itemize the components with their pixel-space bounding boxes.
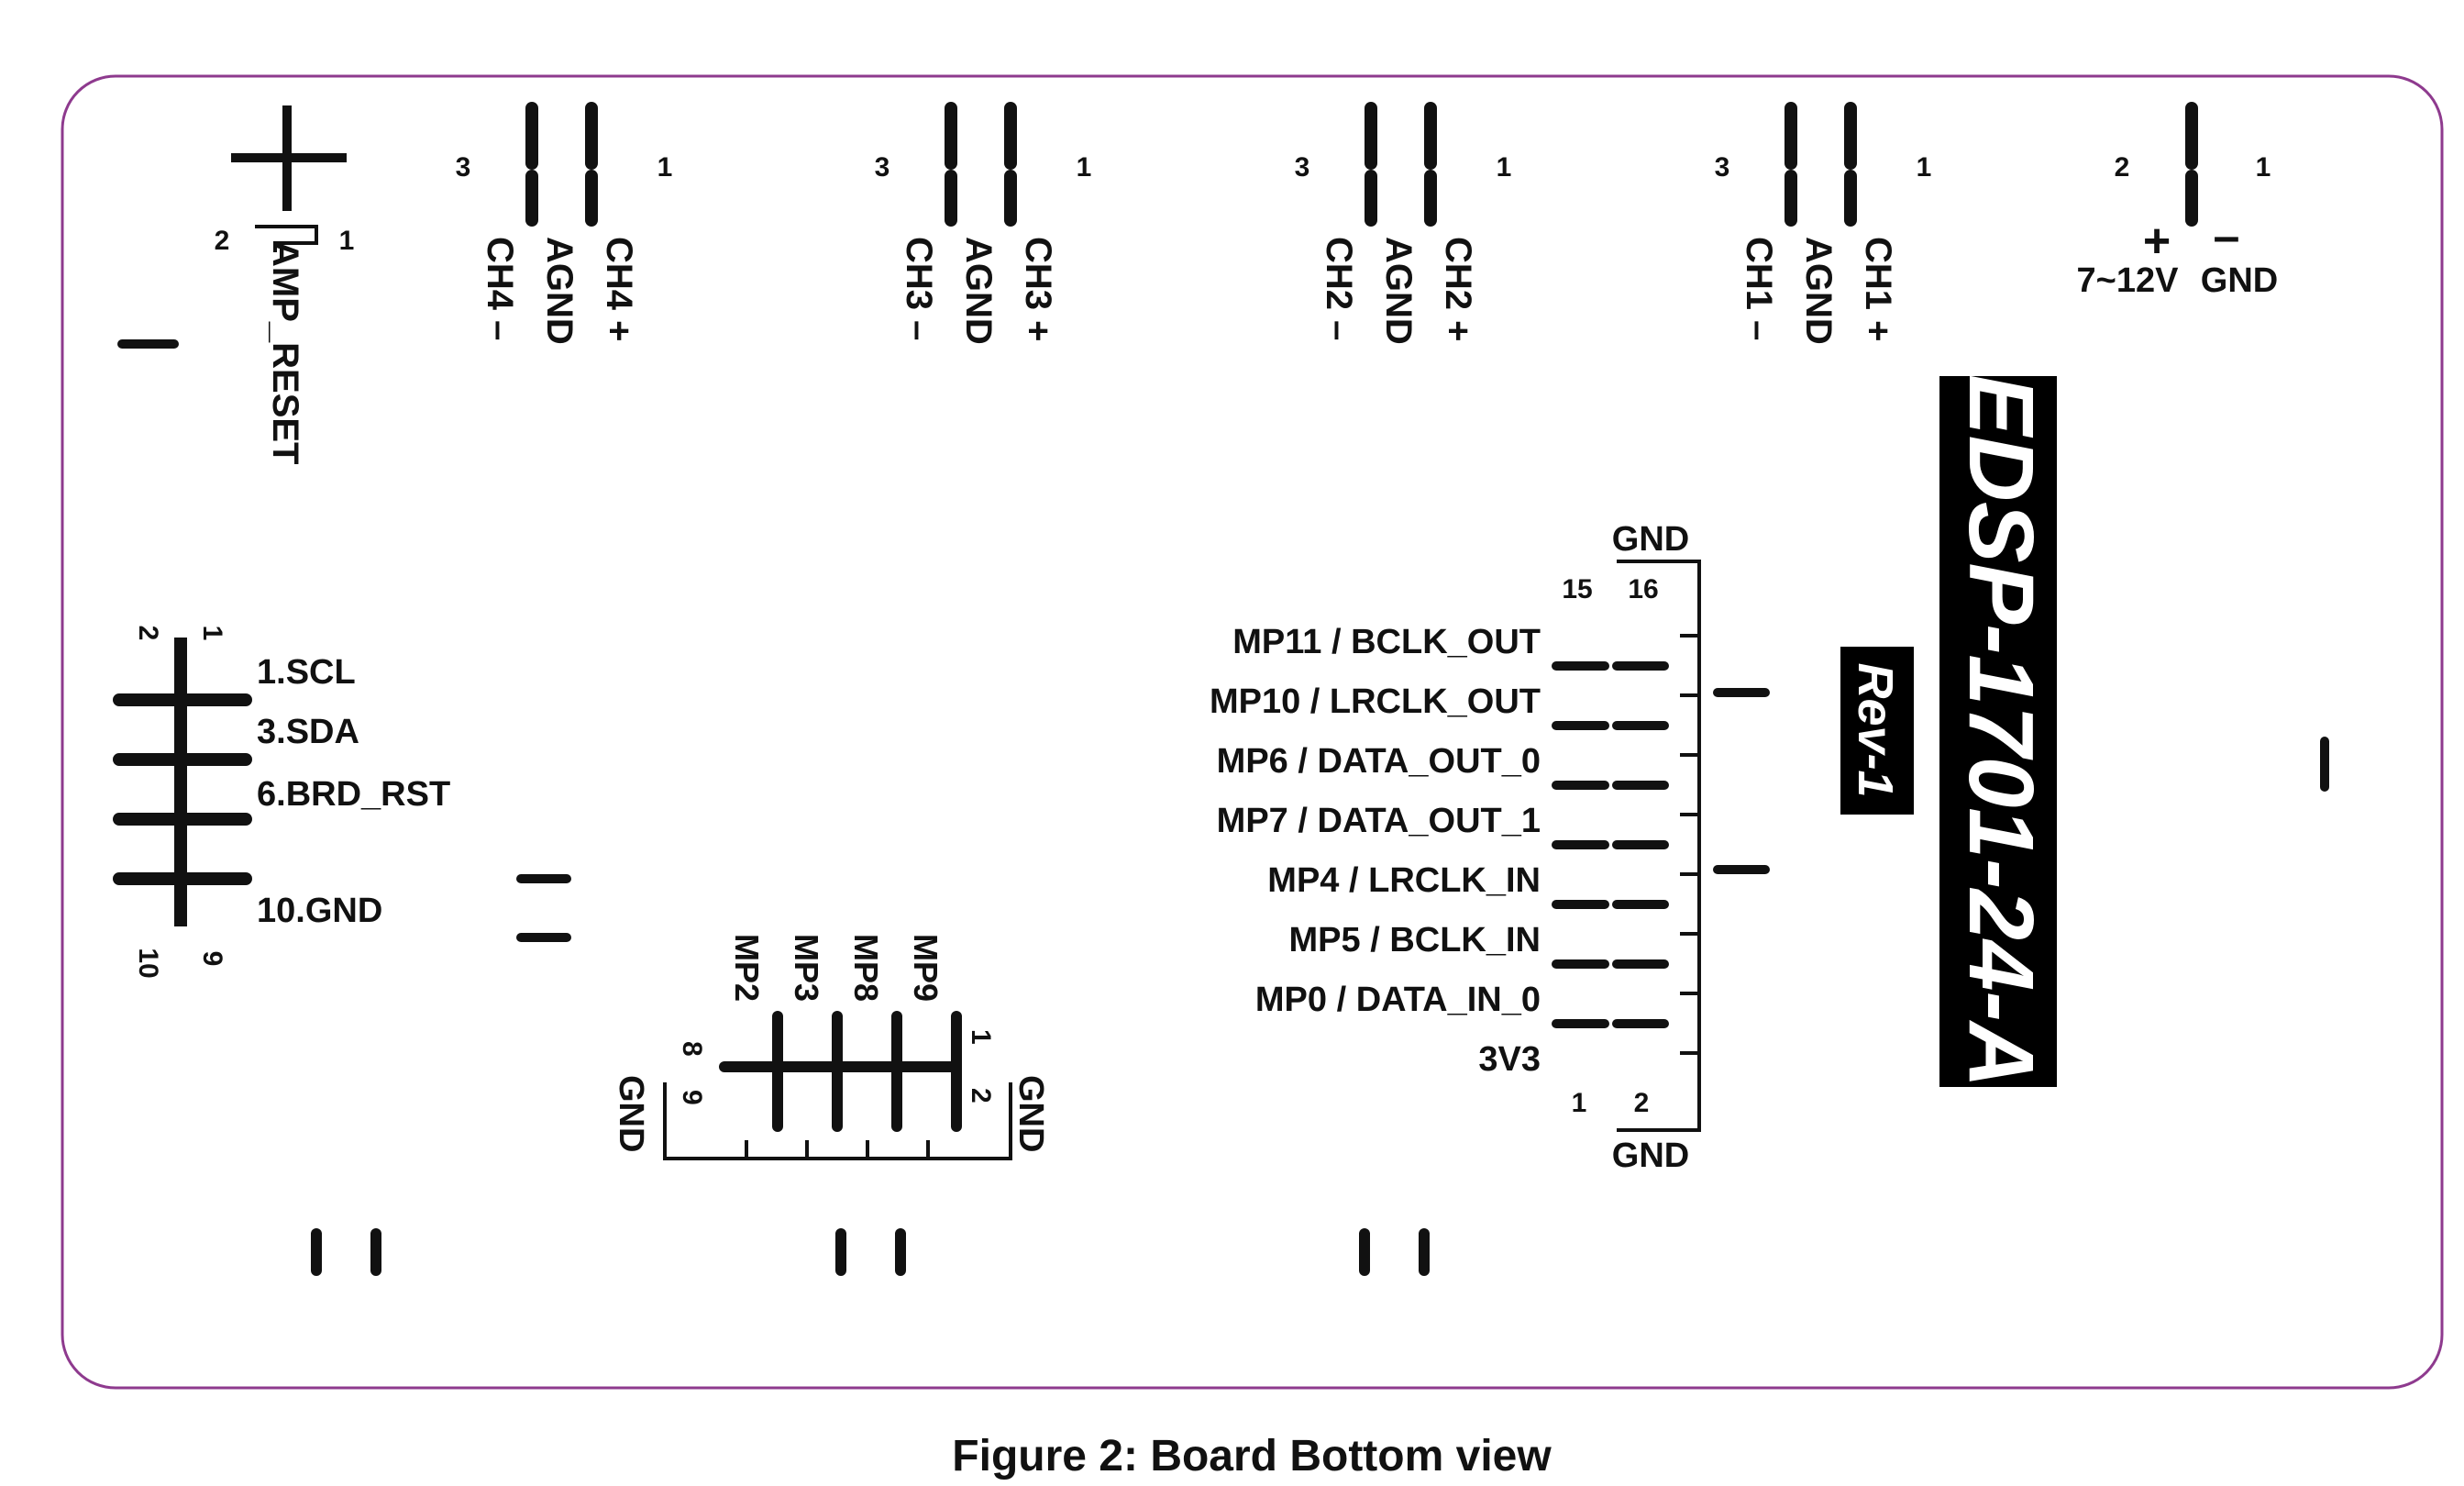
digital-signal-label: MP0 / DATA_IN_0 bbox=[1255, 981, 1541, 1019]
power-gnd-label: GND bbox=[2201, 261, 2278, 300]
digital-header-gnd-top: GND bbox=[1612, 520, 1689, 559]
digital-header-pin-2: 2 bbox=[1634, 1088, 1650, 1118]
digital-signal-label: MP7 / DATA_OUT_1 bbox=[1217, 802, 1541, 840]
digital-signal-label: MP10 / LRCLK_OUT bbox=[1210, 682, 1541, 721]
mp-header-pin-1: 1 bbox=[966, 1029, 996, 1045]
amp-reset-connector bbox=[231, 105, 347, 252]
mp-header-gnd-right: GND bbox=[1011, 1075, 1050, 1152]
ch4-minus-label: CH4 – bbox=[480, 237, 520, 340]
digital-signal-label: MP6 / DATA_OUT_0 bbox=[1217, 742, 1541, 781]
channel-connector-ch4 bbox=[525, 102, 598, 227]
mp-header-label-mp8: MP8 bbox=[847, 934, 885, 1002]
ch2-agnd-label: AGND bbox=[1378, 237, 1419, 345]
ch1-plus-label: CH1 + bbox=[1858, 237, 1898, 342]
ch3-pin-3: 3 bbox=[875, 152, 890, 183]
ch2-plus-label: CH2 + bbox=[1438, 237, 1478, 342]
channel-connector-ch1 bbox=[1784, 102, 1857, 227]
digital-header-pin-16: 16 bbox=[1628, 574, 1658, 604]
mp-header bbox=[663, 1011, 1012, 1160]
i2c-brd-rst-label: 6.BRD_RST bbox=[257, 775, 450, 814]
mp-header-label-mp9: MP9 bbox=[907, 934, 945, 1002]
channel-connector-ch3 bbox=[945, 102, 1017, 227]
figure-caption: Figure 2: Board Bottom view bbox=[952, 1432, 1552, 1480]
ch1-agnd-label: AGND bbox=[1798, 237, 1839, 345]
digital-header-gnd-bottom: GND bbox=[1612, 1137, 1689, 1175]
ch4-plus-label: CH4 + bbox=[599, 237, 639, 342]
i2c-header bbox=[113, 638, 252, 926]
mp-header-pin-9: 9 bbox=[677, 1090, 707, 1105]
i2c-gnd-label: 10.GND bbox=[257, 892, 382, 930]
power-plus-sign: + bbox=[2143, 215, 2171, 268]
mp-header-gnd-left: GND bbox=[612, 1075, 650, 1152]
i2c-scl-label: 1.SCL bbox=[257, 653, 356, 692]
digital-signal-label: MP4 / LRCLK_IN bbox=[1267, 861, 1541, 900]
revision-label: Rev-1 bbox=[1848, 662, 1903, 797]
amp-reset-label: AMP_RESET bbox=[265, 240, 305, 465]
i2c-pin-10: 10 bbox=[133, 948, 163, 978]
digital-header-pin-15: 15 bbox=[1562, 574, 1592, 604]
ch1-minus-label: CH1 – bbox=[1739, 237, 1779, 340]
ch4-pin-1: 1 bbox=[657, 152, 673, 183]
digital-header bbox=[1552, 560, 1770, 1132]
board-outline bbox=[61, 74, 2444, 1390]
digital-signal-label: MP5 / BCLK_IN bbox=[1289, 921, 1541, 959]
ch4-pin-3: 3 bbox=[456, 152, 471, 183]
board-title-block bbox=[1939, 376, 2057, 1087]
mp-header-pin-2: 2 bbox=[966, 1088, 996, 1103]
ch2-pin-3: 3 bbox=[1295, 152, 1310, 183]
ch1-pin-3: 3 bbox=[1715, 152, 1730, 183]
power-minus-sign: – bbox=[2214, 210, 2240, 263]
digital-header-pin-1: 1 bbox=[1572, 1088, 1587, 1118]
ch2-pin-1: 1 bbox=[1497, 152, 1512, 183]
mp-header-label-mp3: MP3 bbox=[788, 934, 825, 1002]
mp-header-label-mp2: MP2 bbox=[728, 934, 766, 1002]
ch3-agnd-label: AGND bbox=[958, 237, 999, 345]
power-voltage-label: 7~12V bbox=[2077, 261, 2180, 300]
mp-header-pin-8: 8 bbox=[677, 1041, 707, 1057]
amp-reset-pin-2: 2 bbox=[215, 226, 230, 256]
power-pin-1: 1 bbox=[2256, 152, 2271, 183]
i2c-pin-9: 9 bbox=[197, 951, 227, 967]
ch3-pin-1: 1 bbox=[1077, 152, 1092, 183]
ch2-minus-label: CH2 – bbox=[1319, 237, 1359, 340]
ch1-pin-1: 1 bbox=[1917, 152, 1932, 183]
revision-block bbox=[1840, 647, 1914, 815]
digital-signal-label: MP11 / BCLK_OUT bbox=[1232, 623, 1541, 661]
digital-signal-label: 3V3 bbox=[1478, 1040, 1541, 1079]
i2c-pin-1: 1 bbox=[197, 626, 227, 641]
i2c-sda-label: 3.SDA bbox=[257, 713, 359, 751]
silk-mark-pairs bbox=[311, 1228, 1430, 1276]
amp-reset-pin-1: 1 bbox=[339, 226, 355, 256]
channel-connector-ch2 bbox=[1365, 102, 1437, 227]
i2c-pin-2: 2 bbox=[133, 626, 163, 641]
ch3-plus-label: CH3 + bbox=[1018, 237, 1058, 342]
power-pin-2: 2 bbox=[2115, 152, 2130, 183]
board-title: EDSP-1701-24-A bbox=[1950, 374, 2052, 1088]
ch3-minus-label: CH3 – bbox=[899, 237, 939, 340]
ch4-agnd-label: AGND bbox=[539, 237, 580, 345]
